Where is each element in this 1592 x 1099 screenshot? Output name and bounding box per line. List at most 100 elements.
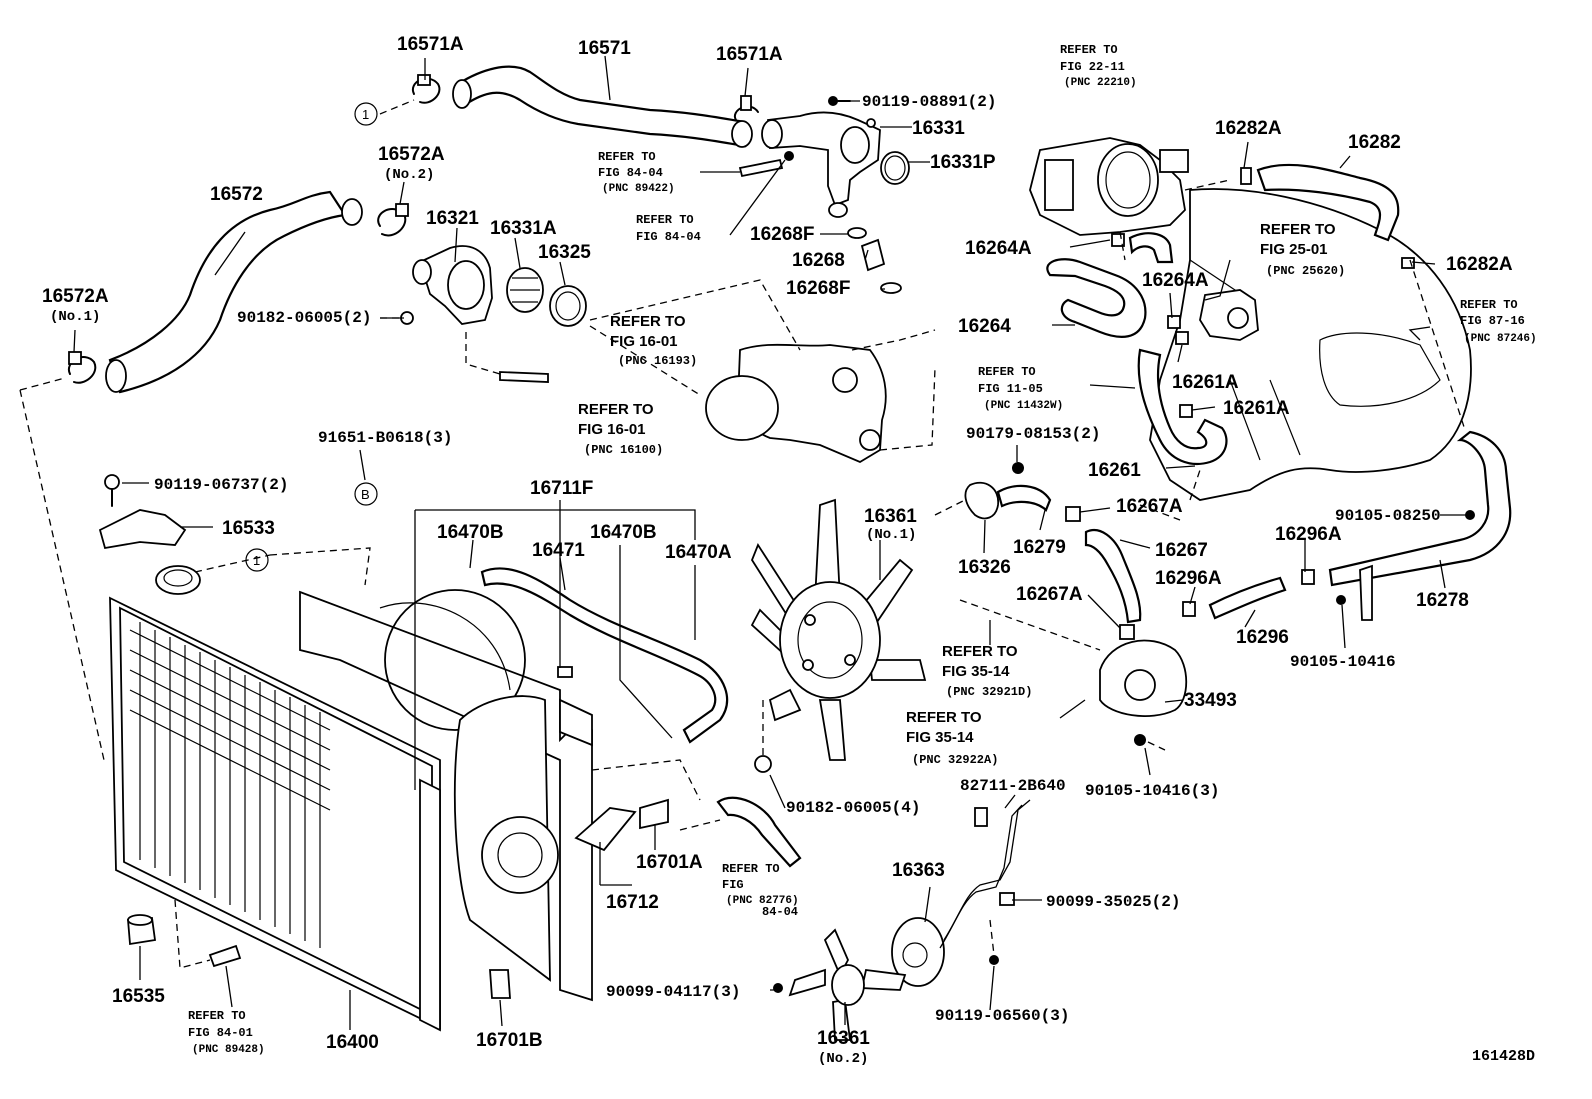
leader-lines [73, 55, 1470, 1030]
label-16470B-right: 16470B [590, 522, 657, 543]
svg-text:REFER TO: REFER TO [598, 150, 656, 164]
label-16572A-no2-sub: (No.2) [384, 167, 434, 183]
label-16363: 16363 [892, 860, 945, 881]
label-16711F: 16711F [530, 478, 593, 499]
label-82711-2B640: 82711-2B640 [960, 777, 1066, 795]
label-16331P: 16331P [930, 152, 996, 173]
label-90179-08153: 90179-08153(2) [966, 425, 1100, 443]
label-16267: 16267 [1155, 540, 1208, 561]
label-16325: 16325 [538, 242, 591, 263]
label-90182-06005-2: 90182-06005(2) [237, 309, 371, 327]
label-16261: 16261 [1088, 460, 1141, 481]
ref-fig-16-01-b: REFER TO FIG 16-01 (PNC 16100) [578, 401, 663, 457]
ref-fig-84-04-b: REFER TO FIG 84-04 [636, 213, 701, 244]
label-16701B: 16701B [476, 1030, 543, 1051]
label-90105-08250: 90105-08250 [1335, 507, 1441, 525]
svg-text:(PNC 25620): (PNC 25620) [1266, 264, 1345, 278]
label-90099-35025: 90099-35025(2) [1046, 893, 1180, 911]
part-drawings [67, 65, 1512, 1041]
svg-text:FIG 35-14: FIG 35-14 [906, 729, 974, 746]
label-16470B-left: 16470B [437, 522, 504, 543]
label-16296A-top: 16296A [1275, 524, 1342, 545]
label-90119-06560: 90119-06560(3) [935, 1007, 1069, 1025]
svg-text:(PNC 11432W): (PNC 11432W) [984, 400, 1063, 412]
svg-text:(PNC 16100): (PNC 16100) [584, 443, 663, 457]
radiator-fins [129, 622, 331, 948]
label-16261A-top: 16261A [1172, 372, 1239, 393]
label-16267A-mid: 16267A [1016, 584, 1083, 605]
label-16261A-bottom: 16261A [1223, 398, 1290, 419]
diagram-code: 161428D [1472, 1048, 1535, 1065]
svg-text:(PNC 82776): (PNC 82776) [726, 895, 799, 907]
label-16268F-top: 16268F [750, 224, 814, 245]
svg-text:FIG 35-14: FIG 35-14 [942, 663, 1010, 680]
svg-text:FIG 84-04: FIG 84-04 [598, 166, 663, 180]
svg-text:(PNC 32921D): (PNC 32921D) [946, 685, 1032, 699]
label-16296A-mid: 16296A [1155, 568, 1222, 589]
svg-text:(PNC 89422): (PNC 89422) [602, 183, 675, 195]
label-16361-no1: 16361 [864, 506, 917, 527]
label-16701A: 16701A [636, 852, 703, 873]
svg-text:REFER TO: REFER TO [722, 862, 780, 876]
label-16400: 16400 [326, 1032, 379, 1053]
svg-text:REFER TO: REFER TO [1260, 221, 1336, 238]
label-16296: 16296 [1236, 627, 1289, 648]
dashed-guides [19, 99, 1466, 969]
svg-text:(PNC 16193): (PNC 16193) [618, 354, 697, 368]
label-16279: 16279 [1013, 537, 1066, 558]
svg-text:FIG 22-11: FIG 22-11 [1060, 60, 1125, 74]
label-16361-no2: 16361 [817, 1028, 870, 1049]
svg-text:FIG 16-01: FIG 16-01 [578, 421, 646, 438]
label-16321: 16321 [426, 208, 479, 229]
label-16278: 16278 [1416, 590, 1469, 611]
svg-text:FIG 16-01: FIG 16-01 [610, 333, 678, 350]
label-16268F-bottom: 16268F [786, 278, 850, 299]
svg-text:REFER TO: REFER TO [978, 365, 1036, 379]
ref-fig-84-01: REFER TO FIG 84-01 (PNC 89428) [188, 1009, 265, 1056]
label-90119-08891: 90119-08891(2) [862, 93, 996, 111]
svg-text:(PNC 32922A): (PNC 32922A) [912, 753, 998, 767]
label-16572: 16572 [210, 184, 263, 205]
label-16712: 16712 [606, 892, 659, 913]
ref-fig-84-04-a: REFER TO FIG 84-04 (PNC 89422) [598, 150, 675, 195]
marker-one-radiator: 1 [253, 553, 260, 568]
label-33493: 33493 [1184, 690, 1237, 711]
ref-fig-84-04-c: REFER TO FIG (PNC 82776) 84-04 [722, 862, 799, 919]
ref-fig-87-16: REFER TO FIG 87-16 (PNC 87246) [1460, 298, 1537, 345]
label-16571: 16571 [578, 38, 631, 59]
label-16326: 16326 [958, 557, 1011, 578]
label-16267A-top: 16267A [1116, 496, 1183, 517]
fan-no2 [788, 928, 907, 1041]
label-16571A-right: 16571A [716, 44, 783, 65]
label-16331A: 16331A [490, 218, 557, 239]
svg-text:84-04: 84-04 [762, 905, 798, 919]
marker-one-top: 1 [362, 107, 369, 122]
label-16361-no1-sub: (No.1) [866, 527, 916, 543]
ref-fig-35-14-b: REFER TO FIG 35-14 (PNC 32922A) [906, 709, 998, 767]
svg-text:REFER TO: REFER TO [610, 313, 686, 330]
svg-text:REFER TO: REFER TO [578, 401, 654, 418]
label-16535: 16535 [112, 986, 165, 1007]
reference-notes: REFER TO FIG 22-11 (PNC 22210) REFER TO … [188, 43, 1537, 1056]
svg-text:(PNC 89428): (PNC 89428) [192, 1044, 265, 1056]
svg-text:REFER TO: REFER TO [942, 643, 1018, 660]
ref-fig-25-01: REFER TO FIG 25-01 (PNC 25620) [1260, 221, 1345, 278]
label-16572A-no1: 16572A [42, 286, 109, 307]
label-16361-no2-sub: (No.2) [818, 1051, 868, 1067]
svg-text:REFER TO: REFER TO [1460, 298, 1518, 312]
ref-fig-16-01-a: REFER TO FIG 16-01 (PNC 16193) [610, 313, 697, 368]
label-16470A: 16470A [665, 542, 732, 563]
label-16264: 16264 [958, 316, 1011, 337]
ref-fig-11-05: REFER TO FIG 11-05 (PNC 11432W) [978, 365, 1063, 412]
ref-fig-22-11: REFER TO FIG 22-11 (PNC 22210) [1060, 43, 1137, 89]
label-90105-10416-3: 90105-10416(3) [1085, 782, 1219, 800]
ref-fig-35-14-a: REFER TO FIG 35-14 (PNC 32921D) [942, 643, 1032, 699]
label-16268: 16268 [792, 250, 845, 271]
label-16572A-no1-sub: (No.1) [50, 309, 100, 325]
svg-text:REFER TO: REFER TO [906, 709, 982, 726]
marker-b: B [361, 487, 370, 502]
svg-text:FIG 25-01: FIG 25-01 [1260, 241, 1328, 258]
svg-text:REFER TO: REFER TO [1060, 43, 1118, 57]
label-90119-06737: 90119-06737(2) [154, 476, 288, 494]
